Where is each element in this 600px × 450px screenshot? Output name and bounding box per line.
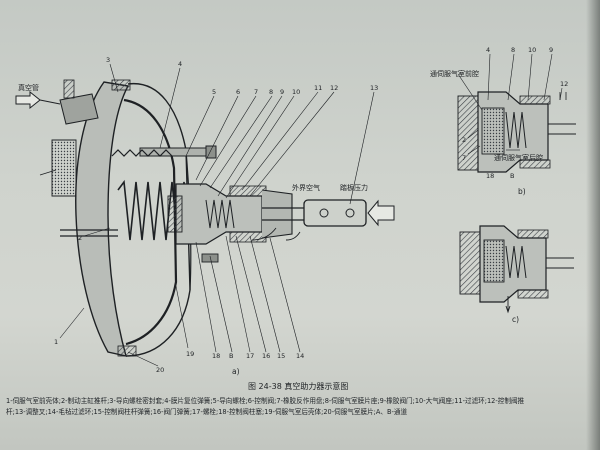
front-shell xyxy=(75,81,130,357)
callout-8: 8 xyxy=(269,88,273,96)
callout-B: B xyxy=(229,352,233,360)
booster-diagram: 真空管 外界空气 踏板压力 3 4 5 6 7 8 9 10 11 12 13 … xyxy=(15,46,576,376)
b-callout-4: 4 xyxy=(486,46,490,54)
subfig-c-label: c) xyxy=(512,315,519,324)
callout-2: 2 xyxy=(78,234,82,242)
callout-6: 6 xyxy=(236,88,240,96)
callout-17: 17 xyxy=(246,352,254,360)
b-callout-12: 12 xyxy=(560,80,568,88)
b-callout-7: 7 xyxy=(462,154,466,162)
b-callout-9: 9 xyxy=(549,46,553,54)
front-chamber-label: 通伺服气室前腔 xyxy=(430,69,479,78)
callout-12: 12 xyxy=(330,84,338,92)
legend-line-2: 杆;13-调整叉;14-毛毡过滤环;15-控制阀柱杆弹簧;16-阀门弹簧;17-… xyxy=(6,408,408,416)
b-callout-B: B xyxy=(510,172,514,180)
b-callout-8: 8 xyxy=(511,46,515,54)
callout-14: 14 xyxy=(296,352,304,360)
pedal-force-label: 踏板压力 xyxy=(340,183,368,192)
callout-1: 1 xyxy=(54,338,58,346)
callout-20: 20 xyxy=(156,366,164,374)
callout-18: 18 xyxy=(212,352,220,360)
subfig-a-label: a) xyxy=(232,367,240,376)
callout-13: 13 xyxy=(370,84,378,92)
subfig-b-label: b) xyxy=(518,187,526,196)
callout-4: 4 xyxy=(178,60,182,68)
callout-9: 9 xyxy=(280,88,284,96)
clevis xyxy=(303,199,367,227)
subfigure-c xyxy=(459,225,574,314)
callout-15: 15 xyxy=(277,352,285,360)
b-callout-18: 18 xyxy=(486,172,494,180)
outside-air-label: 外界空气 xyxy=(292,183,320,192)
callout-5: 5 xyxy=(212,88,216,96)
vacuum-pipe-label: 真空管 xyxy=(18,83,39,92)
callout-3: 3 xyxy=(106,56,110,64)
legend-line-1: 1-伺服气室前壳体;2-制动主缸推杆;3-导向螺栓密封套;4-膜片复位弹簧;5-… xyxy=(6,397,525,405)
callout-10: 10 xyxy=(292,88,300,96)
rear-chamber-label: 通伺服气室后腔 xyxy=(494,153,543,162)
main-figure-a xyxy=(15,79,395,357)
callout-19: 19 xyxy=(186,350,194,358)
callout-11: 11 xyxy=(314,84,322,92)
subfigure-b xyxy=(457,91,576,173)
figure-title: 图 24-38 真空助力器示意图 xyxy=(248,382,349,391)
page-edge-shadow xyxy=(586,0,600,450)
callout-7: 7 xyxy=(254,88,258,96)
b-callout-2: 2 xyxy=(462,136,466,144)
callout-16: 16 xyxy=(262,352,270,360)
b-callout-10: 10 xyxy=(528,46,536,54)
